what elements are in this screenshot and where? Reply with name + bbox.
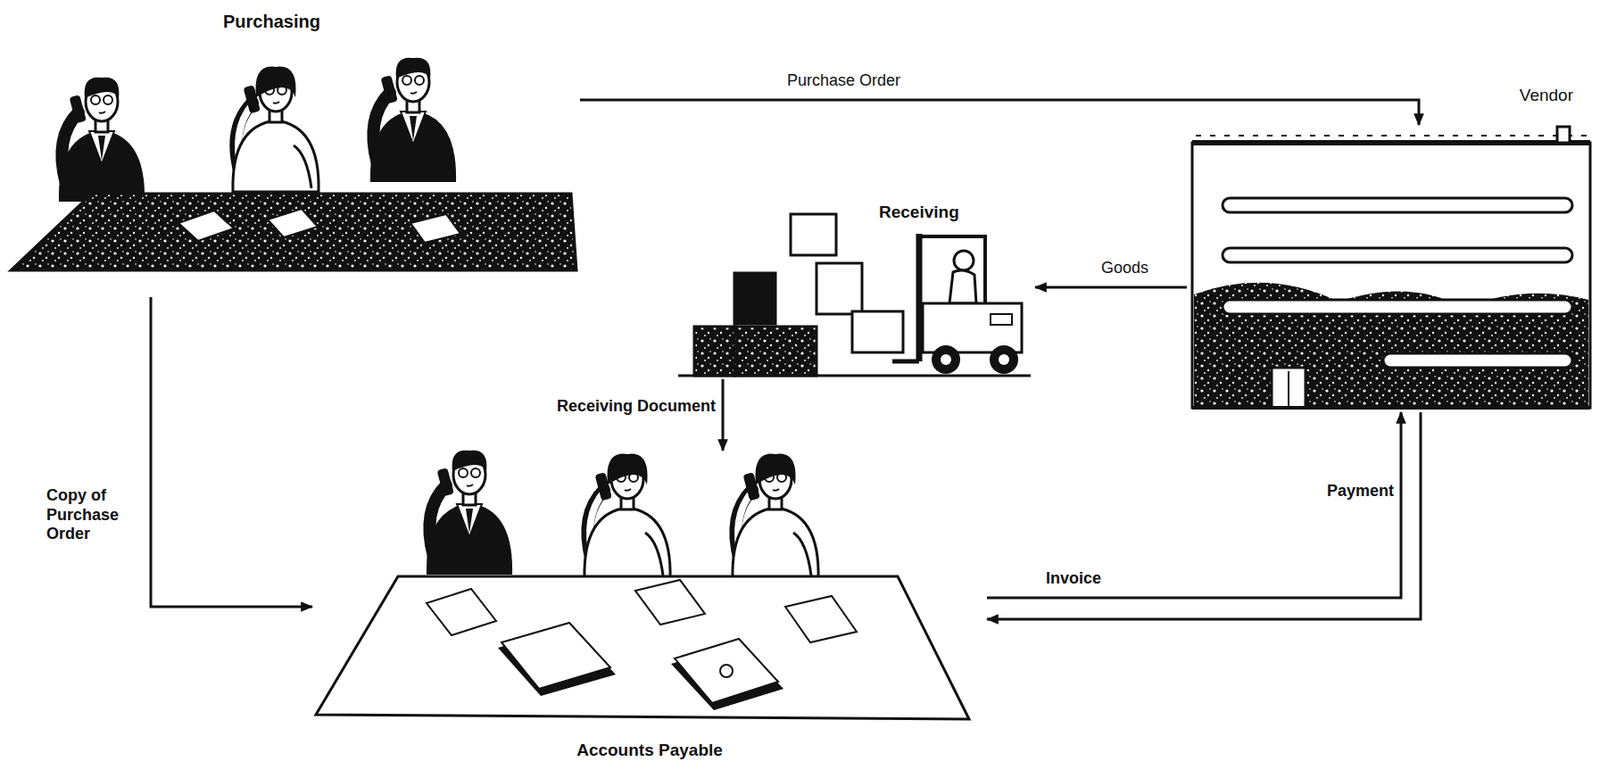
vendor-building — [1287, 371, 1290, 408]
vendor-building — [1557, 126, 1570, 143]
vendor-building — [1192, 140, 1591, 146]
receiving-illustration — [990, 314, 1012, 325]
receiving-illustration — [816, 263, 863, 315]
edge-label: Invoice — [1044, 569, 1103, 589]
connector-arrow — [721, 379, 725, 451]
edge-label: Purchase Order — [785, 71, 903, 92]
accounts-payable-illustration — [501, 622, 611, 689]
receiving-illustration — [678, 214, 1031, 376]
vendor-building — [1271, 367, 1306, 408]
receiving-illustration — [892, 359, 920, 365]
accounts-payable-illustration — [635, 580, 705, 625]
accounts-payable-illustration — [674, 638, 779, 704]
purchasing-illustration — [178, 210, 234, 241]
receiving-illustration — [790, 214, 837, 256]
accounts-payable-illustration — [315, 576, 970, 720]
receiving-illustration — [734, 273, 776, 324]
node-label: Vendor — [1519, 85, 1574, 107]
receiving-illustration — [734, 326, 817, 376]
vendor-building — [1193, 282, 1589, 407]
vendor-building — [1383, 353, 1573, 368]
receiving-illustration — [931, 345, 961, 374]
edge-label: Goods — [1099, 258, 1151, 279]
illustration-node: Accounts Payable — [312, 450, 987, 765]
vendor-building — [1222, 248, 1573, 263]
receiving-illustration — [989, 345, 1019, 374]
edge-label: Payment — [1299, 481, 1396, 502]
connector-arrow — [1035, 286, 1187, 290]
purchasing-illustration — [267, 208, 318, 238]
vendor-building — [1222, 198, 1573, 213]
edge-label: Receiving Document — [531, 397, 718, 417]
purchasing-illustration — [10, 193, 577, 271]
accounts-payable-illustration — [732, 454, 819, 580]
connector-arrow — [986, 412, 1421, 620]
purchasing-illustration — [232, 66, 319, 192]
purchasing-illustration — [410, 214, 461, 243]
vendor-building — [1195, 134, 1587, 137]
purchasing-illustration — [58, 77, 145, 202]
receiving-illustration — [678, 374, 1031, 378]
receiving-illustration — [998, 354, 1010, 365]
receiving-illustration — [694, 326, 736, 376]
illustration-node: Vendor — [1186, 124, 1593, 413]
accounts-payable-illustration — [315, 450, 970, 720]
connector-arrow — [150, 297, 313, 607]
purchasing-illustration — [10, 58, 577, 271]
receiving-illustration — [940, 354, 952, 365]
receiving-illustration — [949, 270, 977, 304]
receiving-illustration — [916, 233, 923, 362]
receiving-illustration — [852, 311, 904, 353]
accounts-payable-illustration — [720, 664, 733, 678]
accounts-payable-illustration — [426, 450, 513, 575]
receiving-illustration — [919, 236, 986, 308]
accounts-payable-illustration — [426, 588, 497, 636]
vendor-building — [1222, 299, 1573, 315]
receiving-illustration — [922, 303, 1022, 353]
node-label: Receiving — [878, 202, 960, 224]
accounts-payable-illustration — [785, 596, 857, 643]
vendor-building — [1192, 126, 1591, 408]
accounts-payable-illustration — [584, 454, 671, 580]
vendor-building — [1192, 142, 1591, 408]
edge-label: Copy of Purchase Order — [44, 486, 143, 545]
connector-arrow — [986, 412, 1402, 598]
purchasing-illustration — [370, 58, 456, 183]
receiving-illustration — [953, 250, 974, 271]
illustration-node: Purchasing — [8, 7, 581, 298]
illustration-node: Receiving — [691, 200, 1036, 380]
connector-arrow — [580, 99, 1419, 125]
node-label: Accounts Payable — [312, 740, 987, 762]
node-label: Purchasing — [223, 10, 321, 33]
vendor-building — [1192, 406, 1591, 410]
